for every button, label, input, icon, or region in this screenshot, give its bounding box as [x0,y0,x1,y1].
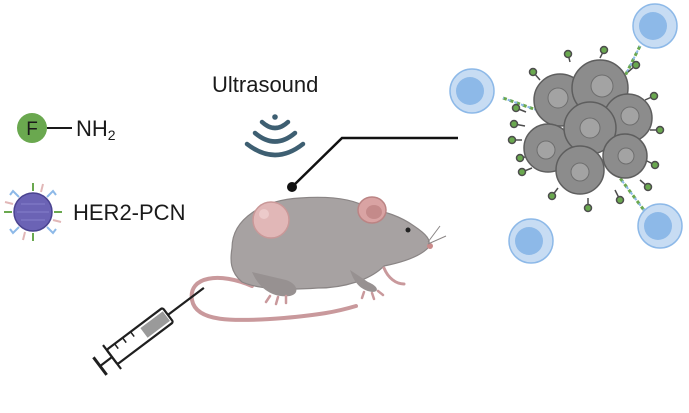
tumor-nuclei [536,74,640,182]
ultrasound-label: Ultrasound [212,72,318,97]
her2-pcn-label: HER2-PCN [73,200,185,225]
mouse-eye [405,227,411,233]
immune-cell-icon [632,3,678,49]
ligand-spikes [507,45,665,213]
fluorine-symbol: F [26,119,38,140]
immune-cell-icon [449,68,495,114]
immune-cell-icon [637,203,683,249]
nh2-subscript: 2 [108,127,116,143]
fluorine-amine-legend: F NH2 [17,113,116,143]
ultrasound-section: Ultrasound [212,72,318,158]
nh2-main-text: NH [76,116,108,141]
mouse-front-leg [350,270,377,292]
nh2-label: NH2 [76,116,116,143]
pointer-line [287,136,458,192]
mouse-back-foot [264,294,288,306]
mouse-illustration [189,196,447,323]
mouse-tumor [252,201,290,239]
mouse-tail [189,275,358,323]
syringe-icon [92,286,205,376]
fluorine-molecule-icon [17,113,47,143]
mouse-back-leg [252,272,297,297]
tumor-cluster-icon [449,3,683,264]
her2-pcn-legend: HER2-PCN [4,183,185,241]
ultrasound-waves-icon [244,114,306,158]
mouse-nose [427,243,433,249]
nanoparticle-icon [4,183,62,241]
immune-cell-icon [508,218,554,264]
